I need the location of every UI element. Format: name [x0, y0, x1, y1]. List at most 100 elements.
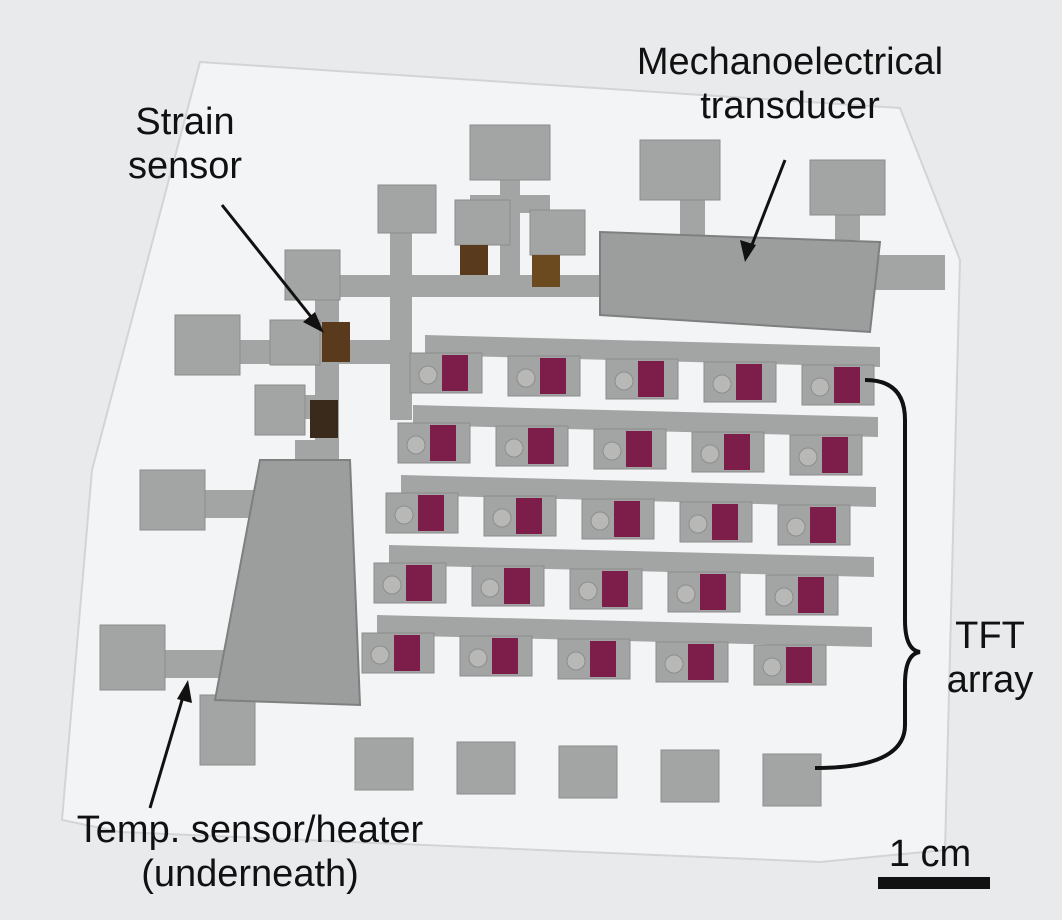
bottom-contact-pad: [354, 737, 414, 791]
strain-element: [322, 322, 350, 362]
strain-sensor-label: Strain sensor: [100, 100, 270, 188]
tft-via: [480, 578, 500, 598]
tft-row-bus-line: [401, 475, 876, 507]
tft-row-bus-line: [377, 615, 872, 647]
temp-sensor-arrow: [148, 689, 187, 809]
tft-via: [700, 444, 720, 464]
tft-array-brace: [814, 378, 921, 770]
tft-semiconductor: [492, 638, 518, 674]
transducer-arrow-head: [740, 240, 756, 262]
temp-sensor-label: Temp. sensor/heater (underneath): [40, 808, 460, 896]
transducer-label-line2: transducer: [700, 85, 880, 127]
tft-via: [406, 435, 426, 455]
tft-semiconductor: [822, 437, 848, 473]
tft-semiconductor: [406, 565, 432, 601]
tft-array-region: [354, 335, 880, 807]
strain-sensor-label-line2: sensor: [127, 145, 243, 187]
tft-array-label: TFT array: [920, 614, 1060, 702]
transducer-label: Mechanoelectrical transducer: [590, 40, 990, 128]
tft-semiconductor: [700, 574, 726, 610]
scale-bar: [878, 877, 990, 889]
tft-via: [418, 365, 438, 385]
contact-pad: [174, 314, 241, 376]
tft-via: [590, 511, 610, 531]
transducer-arrow: [746, 159, 787, 256]
tft-row-bus-line: [425, 335, 880, 367]
contact-pad: [284, 249, 341, 301]
tft-via: [786, 517, 806, 537]
tft-via: [382, 575, 402, 595]
transducer-plate: [599, 230, 882, 334]
strain-sensor-label-line1: Strain: [135, 101, 235, 143]
tft-semiconductor: [528, 428, 554, 464]
transducer-label-line1: Mechanoelectrical: [636, 41, 944, 83]
trace: [160, 650, 230, 678]
tft-semiconductor: [430, 425, 456, 461]
temperature-sensor-region: [99, 440, 362, 766]
tft-semiconductor: [614, 501, 640, 537]
tft-semiconductor: [626, 431, 652, 467]
tft-semiconductor: [516, 498, 542, 534]
tft-via: [516, 368, 536, 388]
contact-pad: [529, 209, 586, 256]
trace: [205, 490, 255, 518]
bottom-contact-pad: [762, 753, 822, 807]
tft-array-label-line2: array: [946, 659, 1034, 701]
strain-element: [460, 245, 488, 275]
tft-via: [468, 648, 488, 668]
tft-semiconductor: [810, 507, 836, 543]
tft-semiconductor: [736, 364, 762, 400]
tft-semiconductor: [504, 568, 530, 604]
tft-array-label-line1: TFT: [955, 615, 1025, 657]
tft-via: [504, 438, 524, 458]
tft-semiconductor: [540, 358, 566, 394]
strain-sensor-arrow: [220, 204, 322, 329]
tft-semiconductor: [590, 641, 616, 677]
temp-sensor-label-line1: Temp. sensor/heater: [76, 809, 424, 851]
heater-plate: [213, 459, 362, 707]
contact-pad: [377, 184, 437, 234]
tft-via: [810, 377, 830, 397]
contact-pad: [139, 469, 206, 531]
trace: [680, 195, 705, 235]
trace: [875, 255, 945, 290]
tft-semiconductor: [442, 355, 468, 391]
tft-semiconductor: [394, 635, 420, 671]
trace: [315, 275, 605, 297]
tft-via: [492, 508, 512, 528]
temp-sensor-label-line2: (underneath): [141, 853, 359, 895]
tft-via: [578, 581, 598, 601]
bottom-contact-pad: [456, 741, 516, 795]
tft-via: [602, 441, 622, 461]
contact-pad: [809, 159, 886, 216]
contact-pad: [454, 199, 511, 246]
tft-semiconductor: [688, 644, 714, 680]
tft-semiconductor: [724, 434, 750, 470]
tft-via: [762, 657, 782, 677]
mechanoelectrical-transducer-region: [599, 139, 945, 334]
tft-via: [798, 447, 818, 467]
contact-pad: [639, 139, 721, 201]
tft-via: [566, 651, 586, 671]
annotations: [148, 159, 990, 889]
strain-element: [310, 400, 338, 438]
contact-pad: [469, 124, 551, 181]
tft-semiconductor: [834, 367, 860, 403]
tft-via: [370, 645, 390, 665]
contact-pad: [269, 319, 321, 366]
tft-via: [394, 505, 414, 525]
contact-pad: [99, 624, 166, 691]
tft-via: [676, 584, 696, 604]
tft-row-bus-line: [413, 405, 878, 437]
tft-via: [688, 514, 708, 534]
temp-sensor-arrow-head: [177, 680, 192, 703]
tft-via: [774, 587, 794, 607]
tft-semiconductor: [798, 577, 824, 613]
tft-via: [664, 654, 684, 674]
bottom-contact-pad: [558, 745, 618, 799]
tft-via: [614, 371, 634, 391]
tft-via: [712, 374, 732, 394]
tft-row-bus-line: [389, 545, 874, 577]
tft-semiconductor: [602, 571, 628, 607]
